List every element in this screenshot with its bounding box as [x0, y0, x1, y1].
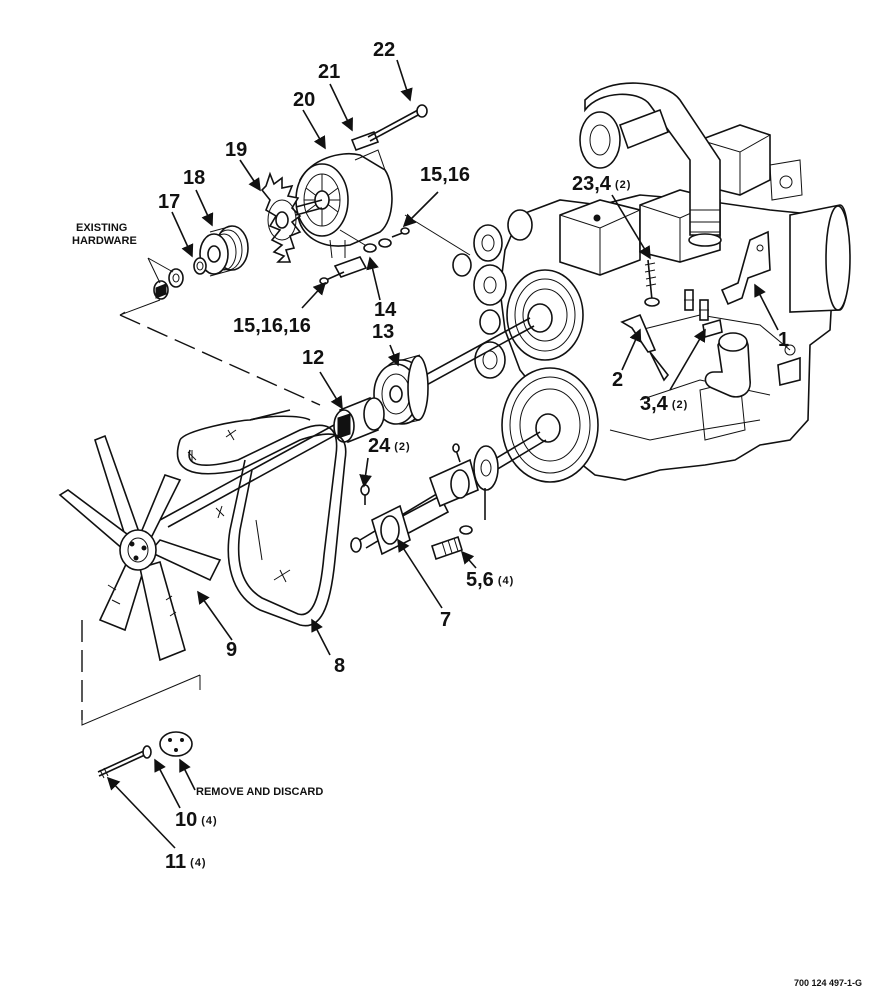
engine-pulleys [452, 209, 599, 483]
callout-7: 7 [440, 609, 452, 631]
callout-13: 13 [372, 321, 395, 343]
callout-24: 24(2) [368, 435, 411, 457]
leader-lines [106, 59, 779, 849]
fan-9 [58, 434, 222, 662]
existing-hardware-line1: EXISTING [76, 222, 128, 234]
callout-9: 9 [226, 639, 238, 661]
callout-11: 11(4) [165, 851, 207, 873]
callout-15-16: 15,16 [420, 164, 471, 186]
phantom-lines [81, 299, 321, 726]
callout-3-4: 3,4(2) [640, 393, 689, 415]
qty-24: (2) [394, 441, 411, 453]
drive-shaft-assembly [159, 309, 535, 528]
qty-5-6: (4) [497, 575, 515, 587]
callout-2: 2 [612, 369, 624, 391]
existing-hardware-note: EXISTING HARDWARE [72, 222, 137, 247]
qty-10: (4) [201, 815, 218, 827]
callout-21: 21 [318, 61, 341, 83]
callout-14: 14 [374, 299, 397, 321]
drawing-number: 700 124 497-1-G [793, 978, 862, 988]
callout-19: 19 [225, 139, 248, 161]
bottom-hardware [97, 731, 193, 779]
callout-18: 18 [183, 167, 206, 189]
belt-8 [176, 409, 347, 627]
callout-5-6: 5,6(4) [466, 569, 515, 591]
callout-8: 8 [334, 655, 346, 677]
qty-3-4: (2) [671, 399, 689, 411]
callout-23-4: 23,4(2) [572, 173, 632, 195]
callout-22: 22 [373, 39, 396, 61]
qty-23-4: (2) [614, 179, 632, 191]
u-joint-shaft-7 [350, 431, 547, 561]
callout-15-16-16: 15,16,16 [233, 315, 311, 337]
callout-12: 12 [302, 347, 325, 369]
fan-19 [260, 171, 302, 263]
callout-10: 10(4) [175, 809, 218, 831]
remove-discard-note: REMOVE AND DISCARD [196, 786, 324, 798]
callout-1: 1 [778, 329, 790, 351]
callout-20: 20 [293, 89, 316, 111]
callout-17: 17 [158, 191, 181, 213]
hub-assembly-top [147, 104, 471, 300]
existing-hardware-line2: HARDWARE [72, 234, 137, 247]
qty-11: (4) [190, 857, 207, 869]
